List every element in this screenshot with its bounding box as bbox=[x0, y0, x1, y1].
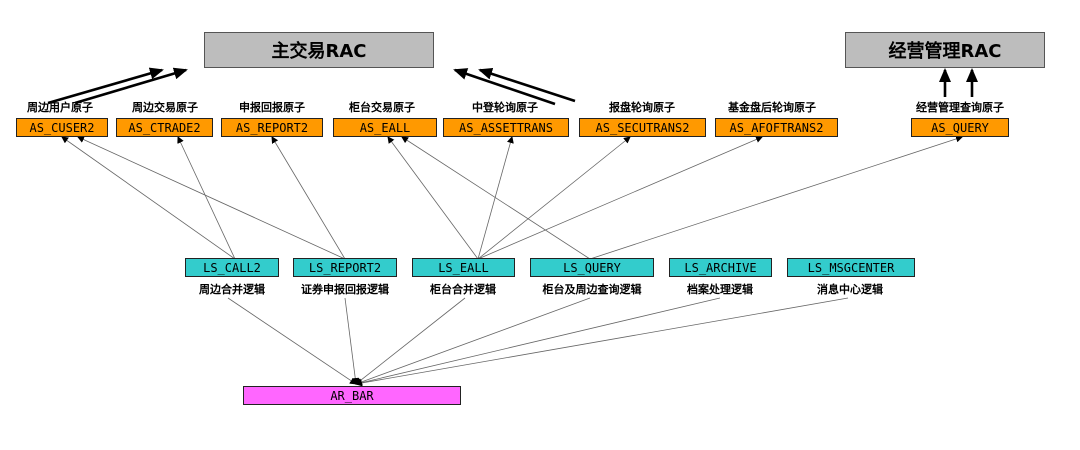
connector-ls-eall-to-as-secutrans2 bbox=[477, 136, 631, 260]
as-assettrans-node: AS_ASSETTRANS bbox=[443, 118, 569, 137]
connector-ls-archive-to-ar-bar bbox=[355, 297, 721, 387]
connector-ls-report2-to-as-report2 bbox=[271, 136, 346, 260]
as-cuser2-label: 周边用户原子 bbox=[27, 101, 93, 114]
connector-ls-query-to-as-eall bbox=[401, 136, 591, 260]
as-secutrans2-node: AS_SECUTRANS2 bbox=[579, 118, 706, 137]
connector-ls-msgcenter-to-ar-bar bbox=[355, 297, 849, 387]
arrow-as-to-main-rac-3 bbox=[453, 68, 556, 106]
connector-ls-call2-to-ar-bar bbox=[227, 297, 357, 385]
ls-eall-label: 柜台合并逻辑 bbox=[430, 283, 496, 296]
connector-ls-call2-to-as-ctrade2 bbox=[177, 136, 236, 260]
ls-archive-label: 档案处理逻辑 bbox=[687, 283, 753, 296]
ls-eall-node: LS_EALL bbox=[412, 258, 515, 277]
as-assettrans-label: 中登轮询原子 bbox=[472, 101, 538, 114]
as-afoftrans2-node: AS_AFOFTRANS2 bbox=[715, 118, 838, 137]
ar-bar-node: AR_BAR bbox=[243, 386, 461, 405]
connector-ls-eall-to-as-afoftrans2 bbox=[477, 136, 763, 260]
ls-report2-node: LS_REPORT2 bbox=[293, 258, 397, 277]
connector-ls-query-to-ar-bar bbox=[355, 297, 591, 386]
as-cuser2-node: AS_CUSER2 bbox=[16, 118, 108, 137]
connector-ls-eall-to-ar-bar bbox=[355, 297, 466, 385]
connector-ls-eall-to-as-eall bbox=[387, 136, 479, 260]
connector-ls-report2-to-as-cuser2 bbox=[77, 136, 346, 260]
business-management-rac: 经营管理RAC bbox=[845, 32, 1045, 68]
as-ctrade2-label: 周边交易原子 bbox=[132, 101, 198, 114]
ls-archive-node: LS_ARCHIVE bbox=[669, 258, 772, 277]
arrow-as-to-main-rac-1 bbox=[47, 67, 164, 105]
as-afoftrans2-label: 基金盘后轮询原子 bbox=[728, 101, 816, 114]
as-query-label: 经营管理查询原子 bbox=[916, 101, 1004, 114]
ls-msgcenter-node: LS_MSGCENTER bbox=[787, 258, 915, 277]
ls-query-node: LS_QUERY bbox=[530, 258, 654, 277]
as-query-node: AS_QUERY bbox=[911, 118, 1009, 137]
ls-query-label: 柜台及周边查询逻辑 bbox=[542, 283, 642, 296]
main-trading-rac: 主交易RAC bbox=[204, 32, 434, 68]
connector-ls-call2-to-as-cuser2 bbox=[61, 136, 236, 260]
as-secutrans2-label: 报盘轮询原子 bbox=[609, 101, 675, 114]
connector-ls-eall-to-as-assettrans bbox=[477, 136, 514, 260]
connector-ls-query-to-as-query bbox=[589, 135, 963, 260]
ls-report2-label: 证券申报回报逻辑 bbox=[301, 283, 389, 296]
arrow-as-to-main-rac-2 bbox=[74, 67, 188, 105]
as-report2-label: 申报回报原子 bbox=[239, 101, 305, 114]
as-to-rac-arrows bbox=[47, 67, 978, 106]
ls-to-ar-connectors bbox=[227, 297, 849, 387]
connector-ls-report2-to-ar-bar bbox=[344, 297, 359, 385]
arrow-as-to-main-rac-4 bbox=[478, 68, 576, 103]
as-ctrade2-node: AS_CTRADE2 bbox=[116, 118, 213, 137]
ls-call2-label: 周边合并逻辑 bbox=[199, 283, 265, 296]
as-eall-node: AS_EALL bbox=[333, 118, 437, 137]
ls-msgcenter-label: 消息中心逻辑 bbox=[817, 283, 883, 296]
as-eall-label: 柜台交易原子 bbox=[349, 101, 415, 114]
ls-call2-node: LS_CALL2 bbox=[185, 258, 279, 277]
ls-to-as-connectors bbox=[61, 135, 963, 260]
as-report2-node: AS_REPORT2 bbox=[221, 118, 323, 137]
